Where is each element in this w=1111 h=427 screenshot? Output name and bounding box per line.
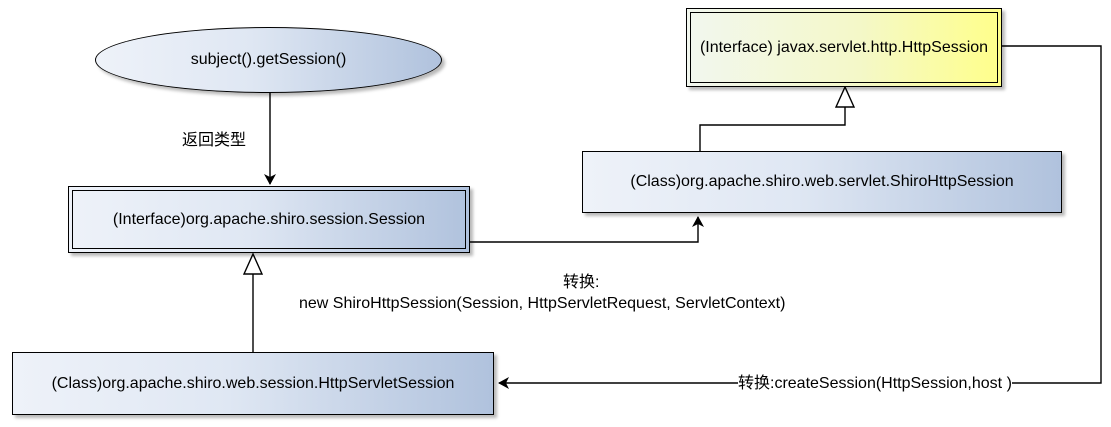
edge-label-return-type: 返回类型 xyxy=(182,131,247,150)
edge-label-convert-create: 转换:createSession(HttpSession,host ) xyxy=(738,374,1012,393)
edge-label-convert-title: 转换: xyxy=(563,273,600,292)
node-shiro-session-label: (Interface)org.apache.shiro.session.Sess… xyxy=(112,210,426,228)
node-get-session-call-label: subject().getSession() xyxy=(190,51,347,68)
inheritance-triangle-session xyxy=(242,252,264,275)
node-shiro-http-session: (Class)org.apache.shiro.web.servlet.Shir… xyxy=(582,151,1062,213)
inheritance-triangle-httpsession xyxy=(834,85,856,108)
node-shiro-session: (Interface)org.apache.shiro.session.Sess… xyxy=(68,186,470,253)
edge-convert-create xyxy=(498,45,1102,389)
node-servlet-http-session-label: (Interface) javax.servlet.http.HttpSessi… xyxy=(699,38,989,56)
node-get-session-call: subject().getSession() xyxy=(95,27,442,93)
node-http-servlet-session: (Class)org.apache.shiro.web.session.Http… xyxy=(12,352,494,415)
node-http-servlet-session-label: (Class)org.apache.shiro.web.session.Http… xyxy=(51,374,455,392)
edge-label-convert-new: new ShiroHttpSession(Session, HttpServle… xyxy=(299,294,786,313)
edge-implements-httpsession xyxy=(699,107,846,151)
node-shiro-http-session-label: (Class)org.apache.shiro.web.servlet.Shir… xyxy=(630,173,1014,190)
edge-convert-new xyxy=(470,216,704,243)
node-servlet-http-session: (Interface) javax.servlet.http.HttpSessi… xyxy=(686,8,1002,87)
